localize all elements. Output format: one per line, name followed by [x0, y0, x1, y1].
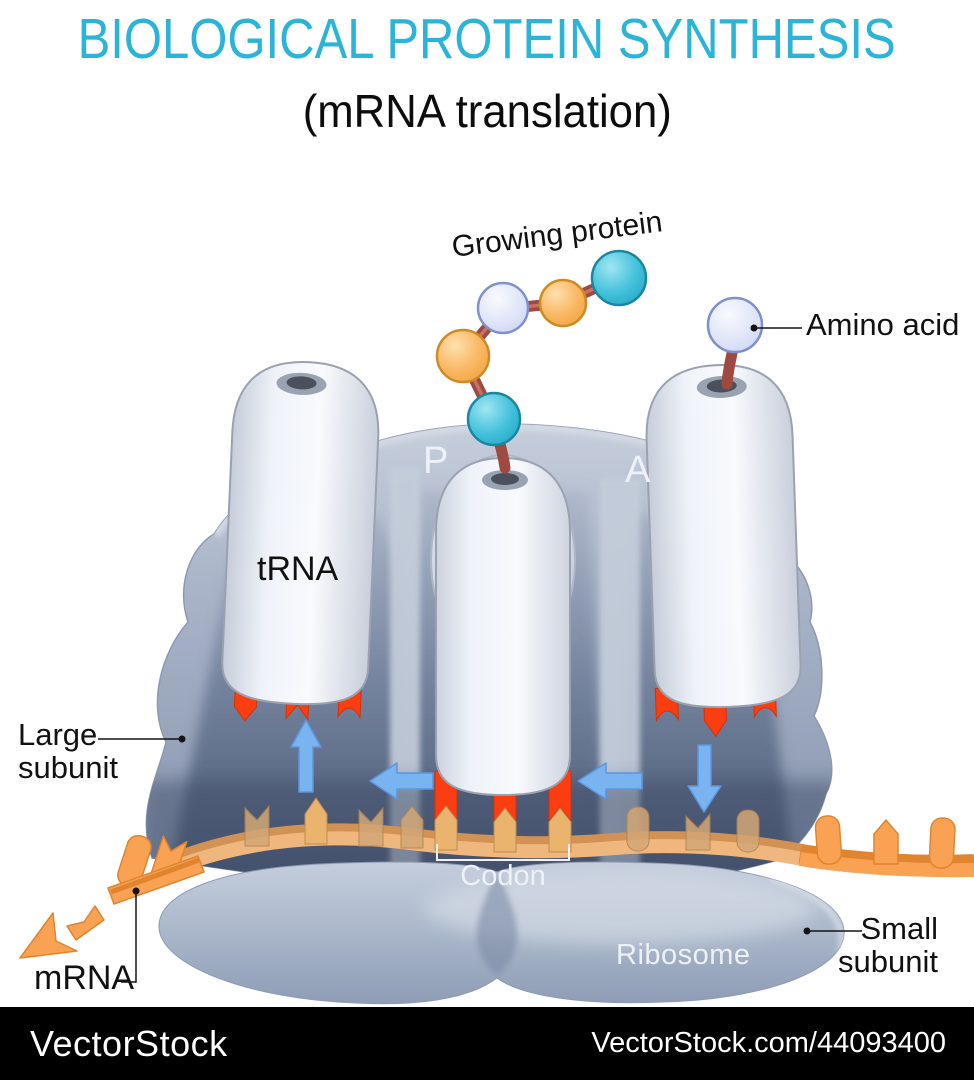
codon-bracket: [436, 844, 570, 861]
a-site-label: A: [625, 449, 651, 491]
small-subunit-leader-dot: [803, 927, 811, 935]
watermark-url: VectorStock.com/44093400: [591, 1027, 946, 1059]
incoming-amino-acid: [706, 296, 764, 390]
mrna-tooth: [873, 819, 899, 865]
amino-acid-ball-orange: [435, 328, 491, 384]
trna-body: [643, 361, 803, 711]
mrna-exit-left-stripe: [110, 857, 200, 895]
amino-acid-ball-lavender: [706, 296, 764, 354]
trna-left: [219, 357, 383, 722]
growing-protein-chain: [435, 249, 648, 474]
page-subtitle-text: (mRNA translation): [302, 85, 672, 137]
large-subunit-label: Large subunit: [18, 717, 118, 785]
codon-tooth: [304, 797, 328, 845]
mrna-strand: [19, 797, 974, 959]
trna-body: [219, 357, 383, 709]
mrna-tooth: [928, 817, 956, 869]
amino-acid-ball-lavender: [476, 281, 530, 335]
mrna-direction-arrowhead: [19, 912, 78, 959]
trna-center: [434, 457, 572, 825]
arrow-down-icon: [687, 744, 722, 813]
codon-tooth: [244, 804, 270, 847]
small-subunit-label: Small subunit: [838, 911, 938, 979]
mrna-tooth: [814, 815, 843, 865]
codon-tooth: [626, 806, 650, 852]
amino-acid-label: Amino acid: [806, 307, 960, 342]
amino-acid-ball-cyan: [590, 249, 648, 307]
small-subunit-shape: [158, 861, 845, 1005]
codon-tooth-p2: [493, 807, 517, 853]
trna-top-hole-inner: [286, 376, 317, 390]
watermark-bar: VectorStock VectorStock.com/44093400: [0, 1007, 974, 1080]
trna-right: [643, 361, 803, 738]
page-subtitle: (mRNA translation): [0, 84, 974, 138]
mrna-leader-dot: [132, 887, 140, 895]
arrow-up-icon: [290, 719, 322, 793]
p-site-label: P: [423, 440, 449, 482]
page-title: BIOLOGICAL PROTEIN SYNTHESIS: [0, 6, 974, 72]
arrow-left-icon: [369, 762, 434, 800]
amino-acid-ball-cyan: [466, 391, 522, 447]
codon-tooth-p3: [548, 807, 572, 853]
mrna-label: mRNA: [34, 959, 135, 997]
codon-label: Codon: [460, 860, 546, 892]
mrna-leader-line: [121, 893, 137, 983]
mrna-direction-dash: [66, 905, 105, 941]
amino-acid-leader-dot: [750, 324, 758, 332]
codon-tooth: [400, 805, 424, 849]
trna-top-hole-inner: [491, 473, 519, 485]
page-title-text: BIOLOGICAL PROTEIN SYNTHESIS: [77, 7, 897, 71]
ribosome-label: Ribosome: [616, 939, 751, 971]
trna-label: tRNA: [257, 550, 339, 588]
codon-tooth: [358, 806, 384, 847]
codon-tooth: [685, 812, 711, 851]
arrow-left-icon: [577, 762, 643, 800]
codon-tooth: [736, 809, 760, 853]
amino-acid-ball-orange: [538, 278, 588, 328]
trna-body: [435, 457, 571, 796]
large-subunit-leader-dot: [178, 735, 186, 743]
watermark-brand: VectorStock: [30, 1022, 228, 1064]
codon-tooth-p1: [434, 805, 458, 851]
